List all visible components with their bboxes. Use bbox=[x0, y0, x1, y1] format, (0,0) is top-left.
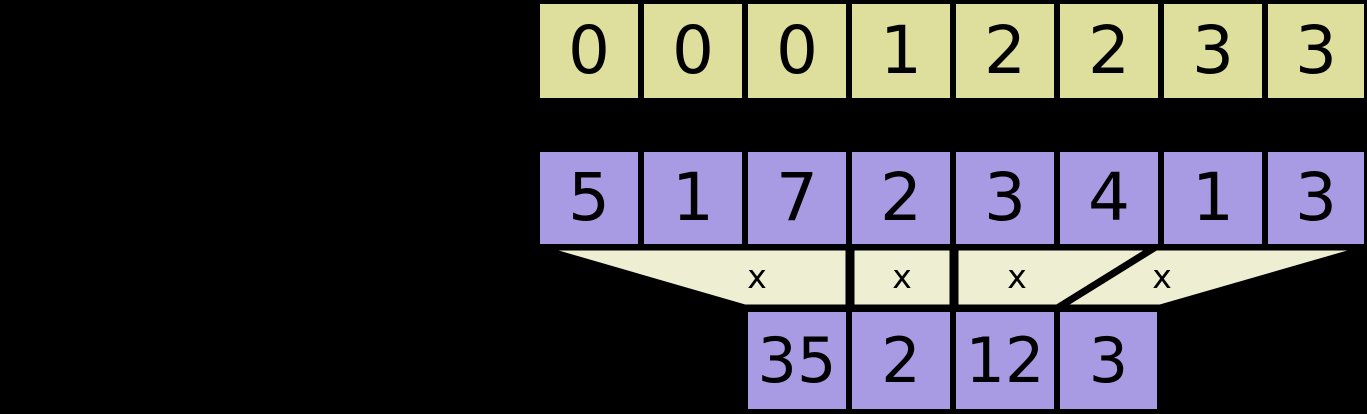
multiply-marker: x bbox=[892, 256, 912, 296]
multiply-marker: x bbox=[1007, 256, 1027, 296]
index-row: 0 0 0 1 2 2 3 3 bbox=[537, 1, 1367, 101]
index-cell: 3 bbox=[1161, 1, 1265, 101]
value-cell: 3 bbox=[1265, 149, 1367, 247]
index-cell: 2 bbox=[953, 1, 1057, 101]
result-cell: 3 bbox=[1057, 309, 1160, 412]
index-cell: 0 bbox=[641, 1, 745, 101]
index-cell: 0 bbox=[537, 1, 641, 101]
value-cell: 1 bbox=[641, 149, 745, 247]
funnel-segment-4 bbox=[1052, 245, 1366, 310]
index-cell: 0 bbox=[745, 1, 849, 101]
value-cell: 5 bbox=[537, 149, 641, 247]
index-cell: 2 bbox=[1057, 1, 1161, 101]
value-cell: 1 bbox=[1161, 149, 1265, 247]
value-cell: 3 bbox=[953, 149, 1057, 247]
multiply-marker: x bbox=[1152, 256, 1172, 296]
multiply-marker: x bbox=[747, 256, 767, 296]
funnel-segment-1 bbox=[540, 245, 851, 310]
index-cell: 1 bbox=[849, 1, 953, 101]
value-cell: 2 bbox=[849, 149, 953, 247]
index-cell: 3 bbox=[1265, 1, 1367, 101]
result-cell: 2 bbox=[849, 309, 953, 412]
aggregation-band: x x x x bbox=[537, 245, 1367, 310]
value-row: 5 1 7 2 3 4 1 3 bbox=[537, 149, 1367, 249]
funnel-segment-2 bbox=[849, 245, 955, 310]
value-cell: 7 bbox=[745, 149, 849, 247]
result-cell: 12 bbox=[953, 309, 1057, 412]
funnel-shape bbox=[540, 245, 1366, 310]
result-cell: 35 bbox=[745, 309, 849, 412]
result-row: 35 2 12 3 bbox=[745, 309, 1160, 412]
value-cell: 4 bbox=[1057, 149, 1161, 247]
